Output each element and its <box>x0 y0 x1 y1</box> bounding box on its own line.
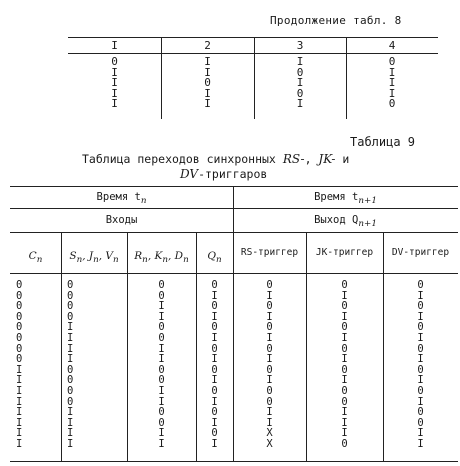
table9-group-time-n: Время tn <box>10 191 233 206</box>
table8-col-divider <box>254 37 255 119</box>
time-n-text: Время t <box>96 191 141 203</box>
table8-column-3: I 0 I 0 I <box>296 55 304 110</box>
table8-col-divider <box>161 37 162 119</box>
table8-header-1: I <box>111 39 118 52</box>
table9-data-jk: 0 I 0 I 0 I 0 I 0 I 0 0 I I I 0 <box>341 279 348 450</box>
table9-rule <box>10 273 458 274</box>
table9-data-rkd: 0 0 I I 0 0 I I 0 0 I I 0 0 I I <box>158 279 165 450</box>
table9-main-divider <box>233 186 234 462</box>
table9-group-time-n1: Время tn+1 <box>233 191 458 206</box>
table9-data-q: 0 I 0 I 0 I 0 I 0 I 0 I 0 I 0 I <box>211 279 218 450</box>
table9-col-sjv: Sn, Jn, Vn <box>61 250 127 265</box>
table8-column-4: 0 I I I 0 <box>388 55 396 110</box>
col-q-text: Q <box>207 250 216 262</box>
col-c-text: C <box>28 250 37 262</box>
table9-col-jk: JK-триггер <box>315 247 374 258</box>
col-v-sub: n <box>113 255 119 266</box>
table9-col-q: Qn <box>196 250 233 265</box>
time-n1-sub: n+1 <box>358 196 377 207</box>
table9-title-line1: Таблица переходов синхронных RS-, JK- и <box>82 152 350 166</box>
table8: I 2 3 4 0 I I I I I I 0 I I I 0 I 0 I 0 … <box>68 37 438 119</box>
time-n1-text: Время t <box>314 191 359 203</box>
col-s-sub: n <box>76 255 83 266</box>
output-text: Выход Q <box>314 214 359 226</box>
table9-col-divider <box>383 232 384 462</box>
col-j-sub: n <box>93 255 99 266</box>
table9-data-sjv: 0 0 0 0 I I I I 0 0 0 0 I I I I <box>67 279 74 450</box>
table9-label: Таблица 9 <box>350 135 416 149</box>
table8-header-2: 2 <box>204 39 211 52</box>
col-c-sub: n <box>36 255 43 266</box>
col-k-text: , K <box>147 250 163 262</box>
table9-data-dv: 0 I 0 I 0 I 0 I 0 I 0 I 0 0 I I <box>417 279 424 450</box>
time-n-sub: n <box>140 196 147 207</box>
table9-col-rs: RS-триггер <box>240 247 299 258</box>
table9-data-c: 0 0 0 0 0 0 0 0 I I I I I I I I <box>16 279 23 450</box>
col-r-text: R <box>134 250 143 262</box>
table8-column-1: 0 I I I I <box>111 55 118 110</box>
table8-continuation-label: Продолжение табл. 8 <box>270 14 402 27</box>
col-s-text: S <box>69 250 77 262</box>
table8-header-rule <box>68 53 438 54</box>
table9-rule <box>10 208 458 209</box>
table9-col-divider <box>196 232 197 462</box>
col-j-text: , J <box>82 250 94 262</box>
table9-rule <box>10 232 458 233</box>
table9-top-rule <box>10 186 458 187</box>
table9: Время tn Время tn+1 Входы Выход Qn+1 Cn … <box>10 186 458 462</box>
table8-column-2: I I 0 I I <box>204 55 211 110</box>
col-v-text: , V <box>98 250 113 262</box>
table9-col-c: Cn <box>10 250 61 265</box>
table8-header-4: 4 <box>388 39 396 52</box>
col-q-sub: n <box>215 255 222 266</box>
table9-title-rs: RS- <box>282 152 305 166</box>
col-r-sub: n <box>142 255 148 266</box>
table9-col-divider <box>306 232 307 462</box>
table8-top-rule <box>68 37 438 38</box>
table8-header-3: 3 <box>296 39 304 52</box>
output-sub: n+1 <box>358 219 377 230</box>
col-d-sub: n <box>183 255 189 266</box>
table9-col-dv: DV-триггер <box>391 247 450 258</box>
table9-title-jk: JK- <box>318 152 336 166</box>
table9-bottom-rule <box>10 461 458 462</box>
table9-title-suffix: -триггаров <box>198 167 268 181</box>
table9-data-rs: 0 I 0 I 0 I 0 I 0 I 0 0 I I X X <box>266 279 273 450</box>
col-k-sub: n <box>162 255 168 266</box>
table9-col-divider <box>127 232 128 462</box>
col-d-text: , D <box>167 250 184 262</box>
table9-title-prefix: Таблица переходов синхронных <box>82 152 276 166</box>
table8-col-divider <box>346 37 347 119</box>
table9-title-dv: DV <box>180 167 199 181</box>
table9-title-line2: DV-триггаров <box>180 167 267 181</box>
table9-title-and: и <box>342 152 350 166</box>
table9-col-rkd: Rn, Kn, Dn <box>127 250 196 265</box>
table9-inputs-label: Входы <box>105 214 138 226</box>
table9-col-divider <box>61 232 62 462</box>
table9-output-label: Выход Qn+1 <box>233 214 458 229</box>
